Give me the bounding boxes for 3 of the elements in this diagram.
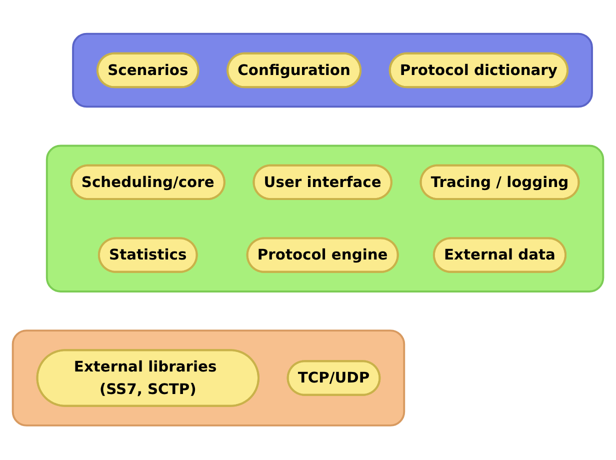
cluster (12, 330, 406, 427)
cluster (72, 33, 593, 108)
cluster (46, 145, 604, 293)
